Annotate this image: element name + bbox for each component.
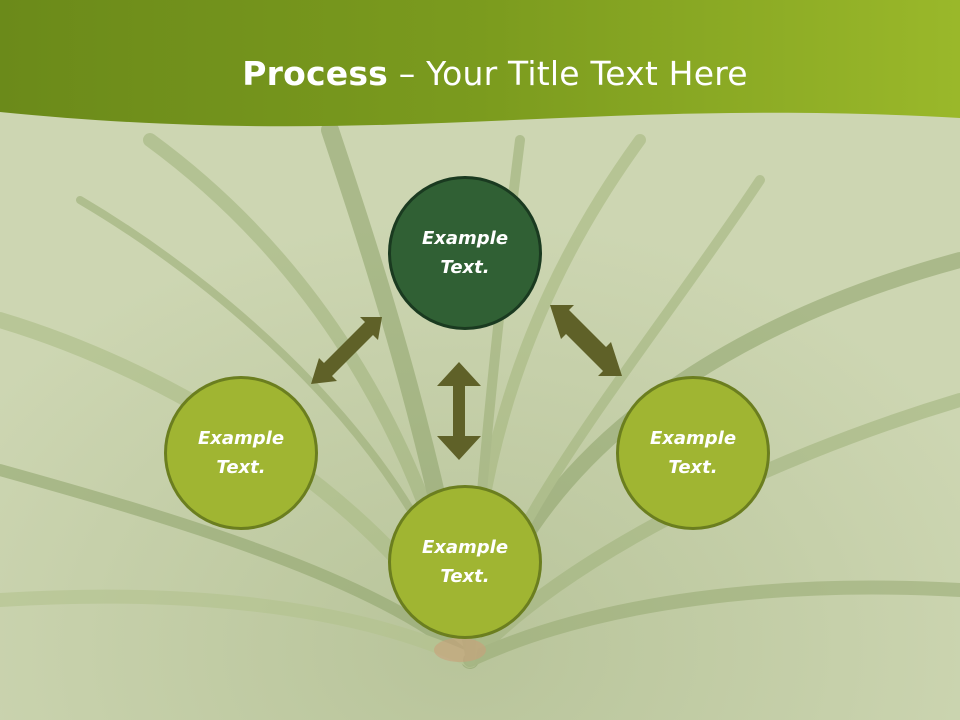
- slide-title: Process – Your Title Text Here: [0, 52, 960, 96]
- node-bottom-line2: Text.: [440, 566, 490, 587]
- node-right-line2: Text.: [668, 457, 718, 478]
- node-left-line1: Example: [197, 428, 285, 449]
- node-top-line2: Text.: [440, 257, 490, 278]
- title-bold: Process: [242, 54, 389, 93]
- node-bottom-line1: Example: [421, 537, 509, 558]
- node-left-line2: Text.: [216, 457, 266, 478]
- node-top-line1: Example: [421, 228, 509, 249]
- title-rest: – Your Title Text Here: [388, 54, 748, 93]
- node-right-line1: Example: [649, 428, 737, 449]
